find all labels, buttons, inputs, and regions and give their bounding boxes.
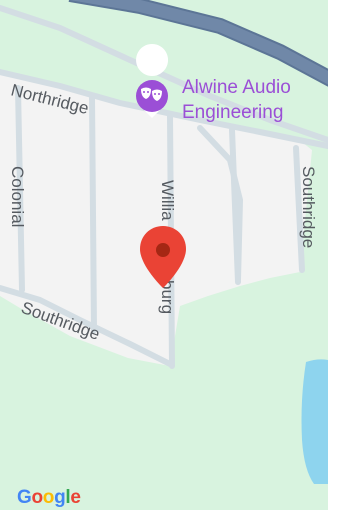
- water-area: [301, 359, 328, 484]
- highway: [69, 0, 338, 88]
- google-logo-letter: o: [31, 487, 43, 508]
- road-label-colonial: Colonial: [8, 166, 27, 227]
- southridge-road: [0, 285, 173, 367]
- road-label-williamsburg-top: Willia: [158, 180, 177, 221]
- google-logo-letter: l: [65, 487, 71, 508]
- middle-road: [89, 95, 97, 333]
- road-label-southridge-right: Southridge: [299, 166, 318, 248]
- map-pin-icon[interactable]: [140, 226, 186, 288]
- road-label-williamsburg-bottom: burg: [158, 280, 177, 314]
- google-logo-letter: G: [17, 487, 32, 508]
- poi-alwine-audio-engineering[interactable]: Alwine Audio Engineering: [136, 44, 291, 123]
- poi-name-line1: Alwine Audio: [182, 77, 291, 98]
- rim-road: [197, 125, 243, 283]
- southridge-east-road: [293, 145, 305, 273]
- google-logo-letter: e: [70, 487, 81, 508]
- northridge-road: [0, 69, 331, 149]
- upper-road: [0, 5, 331, 143]
- poi-name-line2: Engineering: [182, 102, 283, 123]
- google-logo-letter: g: [54, 487, 66, 508]
- google-logo: Google: [17, 487, 81, 509]
- google-logo-letter: o: [42, 487, 55, 508]
- colonial-road: [15, 85, 25, 293]
- theater-masks-icon: [136, 44, 169, 118]
